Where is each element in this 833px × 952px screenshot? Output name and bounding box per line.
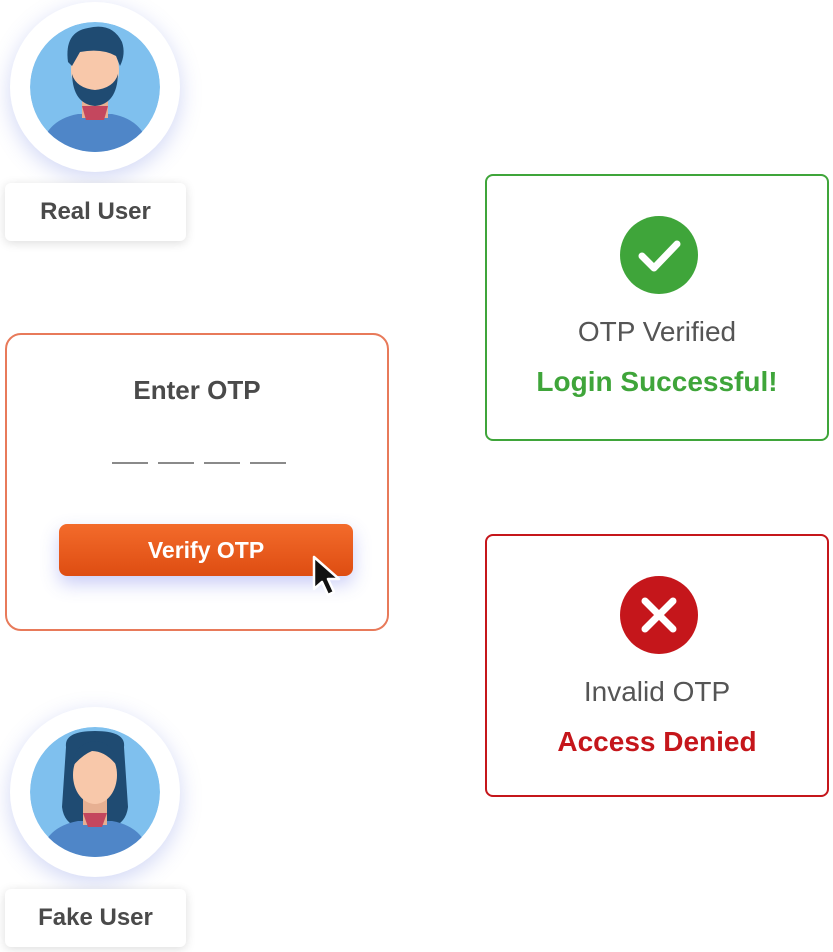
- woman-avatar-icon: [30, 727, 160, 857]
- fake-user-label: Fake User: [5, 889, 186, 947]
- otp-verified-text: OTP Verified: [577, 316, 737, 347]
- otp-digit-slot[interactable]: [204, 462, 240, 464]
- verify-otp-button[interactable]: Verify OTP: [59, 524, 353, 576]
- otp-title: Enter OTP: [133, 375, 261, 405]
- otp-digit-slot[interactable]: [250, 462, 286, 464]
- real-user-label: Real User: [5, 183, 186, 241]
- login-successful-text: Login Successful!: [536, 366, 778, 397]
- fake-user-avatar: [10, 707, 180, 877]
- invalid-otp-text: Invalid OTP: [583, 676, 731, 707]
- real-user-avatar: [10, 2, 180, 172]
- otp-digit-slot[interactable]: [112, 462, 148, 464]
- otp-verified-card: OTP Verified Login Successful!: [485, 174, 829, 441]
- access-denied-text: Access Denied: [557, 726, 757, 757]
- check-circle-icon: [620, 216, 698, 294]
- x-circle-icon: [620, 576, 698, 654]
- otp-input[interactable]: [112, 462, 286, 464]
- cursor-icon: [312, 555, 341, 597]
- invalid-otp-card: Invalid OTP Access Denied: [485, 534, 829, 797]
- man-avatar-icon: [30, 22, 160, 152]
- otp-digit-slot[interactable]: [158, 462, 194, 464]
